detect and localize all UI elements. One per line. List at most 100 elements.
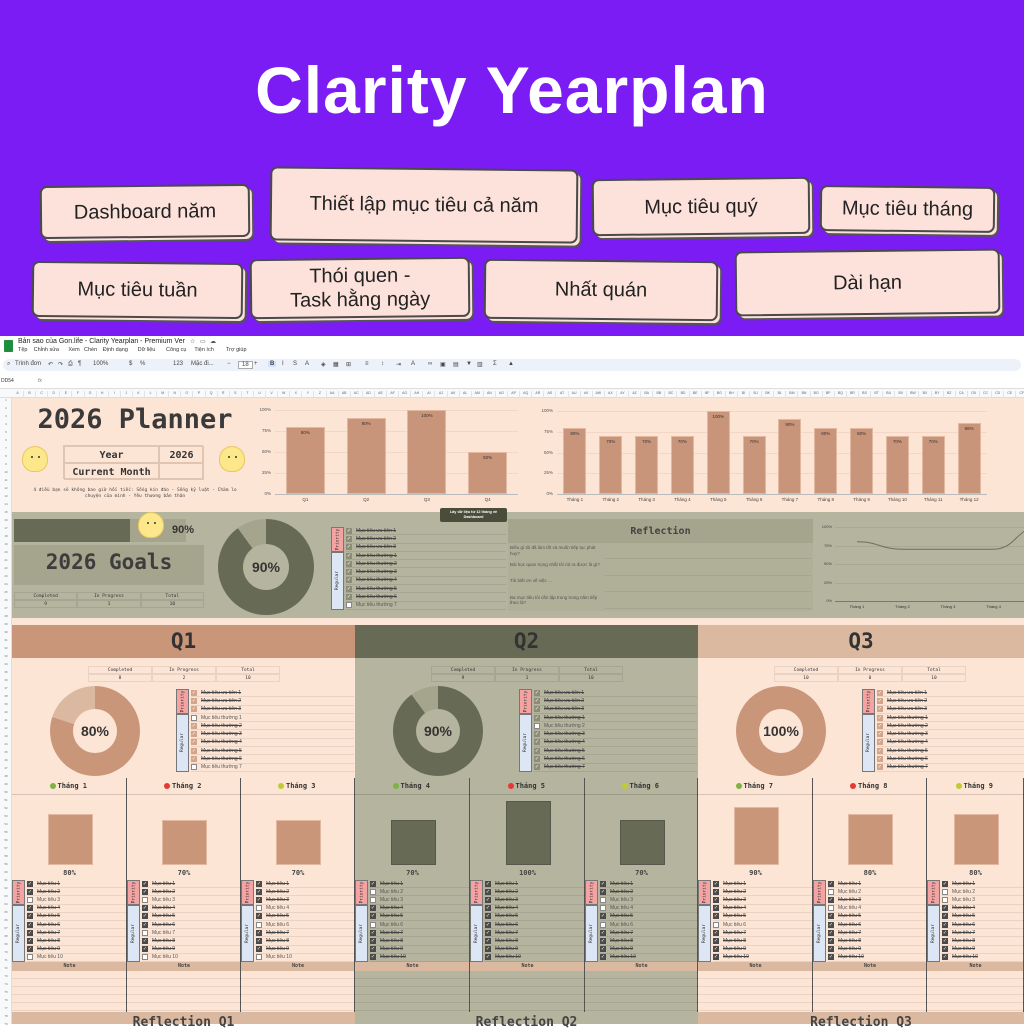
month-item[interactable]: ✓Mục tiêu 5 <box>27 913 127 921</box>
quarter-item[interactable]: ✓Mục tiêu thường 2 <box>877 722 1024 731</box>
column-header[interactable]: BJ <box>750 391 763 399</box>
month-bar[interactable] <box>635 435 659 494</box>
checkbox[interactable]: ✓ <box>828 880 834 887</box>
month-item[interactable]: ✓Mục tiêu 2 <box>713 888 813 897</box>
row-number[interactable]: 47 <box>4 766 8 770</box>
note-line[interactable] <box>813 979 927 987</box>
month-item[interactable]: ✓Mục tiêu 7 <box>27 929 127 938</box>
checkbox[interactable]: ✓ <box>191 756 197 763</box>
row-number[interactable]: 43 <box>4 734 8 738</box>
row-number[interactable]: 54 <box>4 822 8 826</box>
row-number[interactable]: 52 <box>4 806 8 810</box>
note-line[interactable] <box>355 971 470 979</box>
month-item[interactable]: ✓Mục tiêu 8 <box>27 937 127 946</box>
month-item[interactable]: ✓Mục tiêu 2 <box>256 888 355 897</box>
column-header[interactable]: AV <box>581 391 593 399</box>
row-number[interactable]: 34 <box>4 662 8 666</box>
checkbox[interactable]: ✓ <box>191 689 197 696</box>
quarter-item[interactable]: ✓Mục tiêu thường 3 <box>877 731 1024 739</box>
checkbox[interactable]: ✓ <box>534 747 540 754</box>
month-item[interactable]: ✓Mục tiêu 8 <box>942 937 1024 946</box>
checkbox[interactable]: ✓ <box>485 880 491 887</box>
checkbox[interactable]: ✓ <box>256 937 262 944</box>
checkbox[interactable]: ✓ <box>828 937 834 944</box>
column-header[interactable]: AF <box>387 391 400 399</box>
checkbox[interactable]: ✓ <box>142 937 148 944</box>
column-header[interactable]: AO <box>496 391 508 399</box>
month-item[interactable]: Mục tiêu 10 <box>27 954 127 962</box>
quarter-bar[interactable] <box>285 426 325 494</box>
column-header[interactable]: M <box>157 391 170 399</box>
column-header[interactable]: BH <box>726 391 738 399</box>
note-line[interactable] <box>813 987 927 995</box>
row-number[interactable]: 4 <box>5 422 7 426</box>
note-line[interactable] <box>12 979 127 987</box>
checkbox[interactable]: ✓ <box>600 888 606 895</box>
checkbox[interactable]: ✓ <box>877 722 883 729</box>
row-number[interactable]: 10 <box>4 470 8 474</box>
checkbox[interactable]: ✓ <box>256 896 262 903</box>
checkbox[interactable]: ✓ <box>485 929 491 936</box>
month-bar[interactable] <box>670 435 694 494</box>
month-item[interactable]: ✓Mục tiêu 10 <box>370 954 470 962</box>
zoom-select[interactable]: 100% <box>93 361 109 367</box>
column-header[interactable]: CD <box>992 391 1005 399</box>
quarter-item[interactable]: ✓Mục tiêu thường 4 <box>534 739 697 748</box>
month-item[interactable]: ✓Mục tiêu 5 <box>485 913 585 921</box>
column-header[interactable]: CC <box>980 391 992 399</box>
number-format-button[interactable]: 123 <box>173 361 184 367</box>
note-line[interactable] <box>127 987 241 995</box>
goals-item[interactable]: ✓Mục tiêu thường 5 <box>346 585 506 594</box>
row-number[interactable]: 42 <box>4 726 8 730</box>
checkbox[interactable]: ✓ <box>370 880 376 887</box>
currency-button[interactable]: $ <box>129 361 133 367</box>
checkbox[interactable]: ✓ <box>713 929 719 936</box>
column-header[interactable]: D <box>48 391 61 399</box>
column-header[interactable]: BW <box>907 391 920 399</box>
quarter-bar[interactable] <box>407 410 447 494</box>
goals-item[interactable]: ✓Mục tiêu thường 4 <box>346 577 506 586</box>
month-item[interactable]: ✓Mục tiêu 6 <box>27 921 127 930</box>
month-item[interactable]: ✓Mục tiêu 1 <box>828 880 927 889</box>
column-header[interactable]: BN <box>799 391 811 399</box>
checkbox[interactable] <box>191 714 197 721</box>
row-number[interactable]: 25 <box>4 590 8 594</box>
column-header[interactable]: AK <box>448 391 460 399</box>
merge-icon[interactable]: ⊞ <box>346 362 352 368</box>
checkbox[interactable]: ✓ <box>485 946 491 953</box>
percent-button[interactable]: % <box>140 361 146 367</box>
column-header[interactable]: BP <box>823 391 835 399</box>
month-item[interactable]: Mục tiêu 3 <box>27 896 127 905</box>
month-item[interactable]: ✓Mục tiêu 2 <box>600 888 698 897</box>
column-header[interactable]: Y <box>302 391 315 399</box>
note-line[interactable] <box>585 1003 698 1011</box>
row-number[interactable]: 8 <box>5 454 7 458</box>
month-item[interactable]: Mục tiêu 3 <box>370 896 470 905</box>
row-number[interactable]: 1 <box>5 398 7 402</box>
formula-input[interactable] <box>48 376 1018 385</box>
column-header[interactable]: Q <box>206 391 218 399</box>
checkbox[interactable]: ✓ <box>713 896 719 903</box>
column-header[interactable]: AA <box>327 391 339 399</box>
reflection-answer[interactable] <box>605 560 811 576</box>
checkbox[interactable]: ✓ <box>877 706 883 713</box>
checkbox[interactable] <box>828 905 834 912</box>
month-item[interactable]: Mục tiêu 10 <box>142 954 241 962</box>
goals-item[interactable]: ✓Mục tiêu thường 2 <box>346 560 506 569</box>
column-header[interactable]: AD <box>363 391 375 399</box>
goals-item[interactable]: ✓Mục tiêu thường 1 <box>346 552 506 561</box>
row-number[interactable]: 11 <box>4 478 8 482</box>
checkbox[interactable] <box>600 905 606 912</box>
row-number[interactable]: 22 <box>4 566 8 570</box>
month-item[interactable]: ✓Mục tiêu 6 <box>485 921 585 930</box>
month-item[interactable]: ✓Mục tiêu 7 <box>600 929 698 938</box>
note-line[interactable] <box>585 995 698 1003</box>
row-number[interactable]: 57 <box>4 846 8 850</box>
checkbox[interactable] <box>346 602 352 609</box>
redo-icon[interactable]: ↷ <box>58 362 64 368</box>
checkbox[interactable]: ✓ <box>942 921 948 928</box>
note-line[interactable] <box>698 1003 813 1011</box>
checkbox[interactable]: ✓ <box>191 731 197 738</box>
checkbox[interactable] <box>370 896 376 903</box>
row-number[interactable]: 20 <box>4 550 8 554</box>
